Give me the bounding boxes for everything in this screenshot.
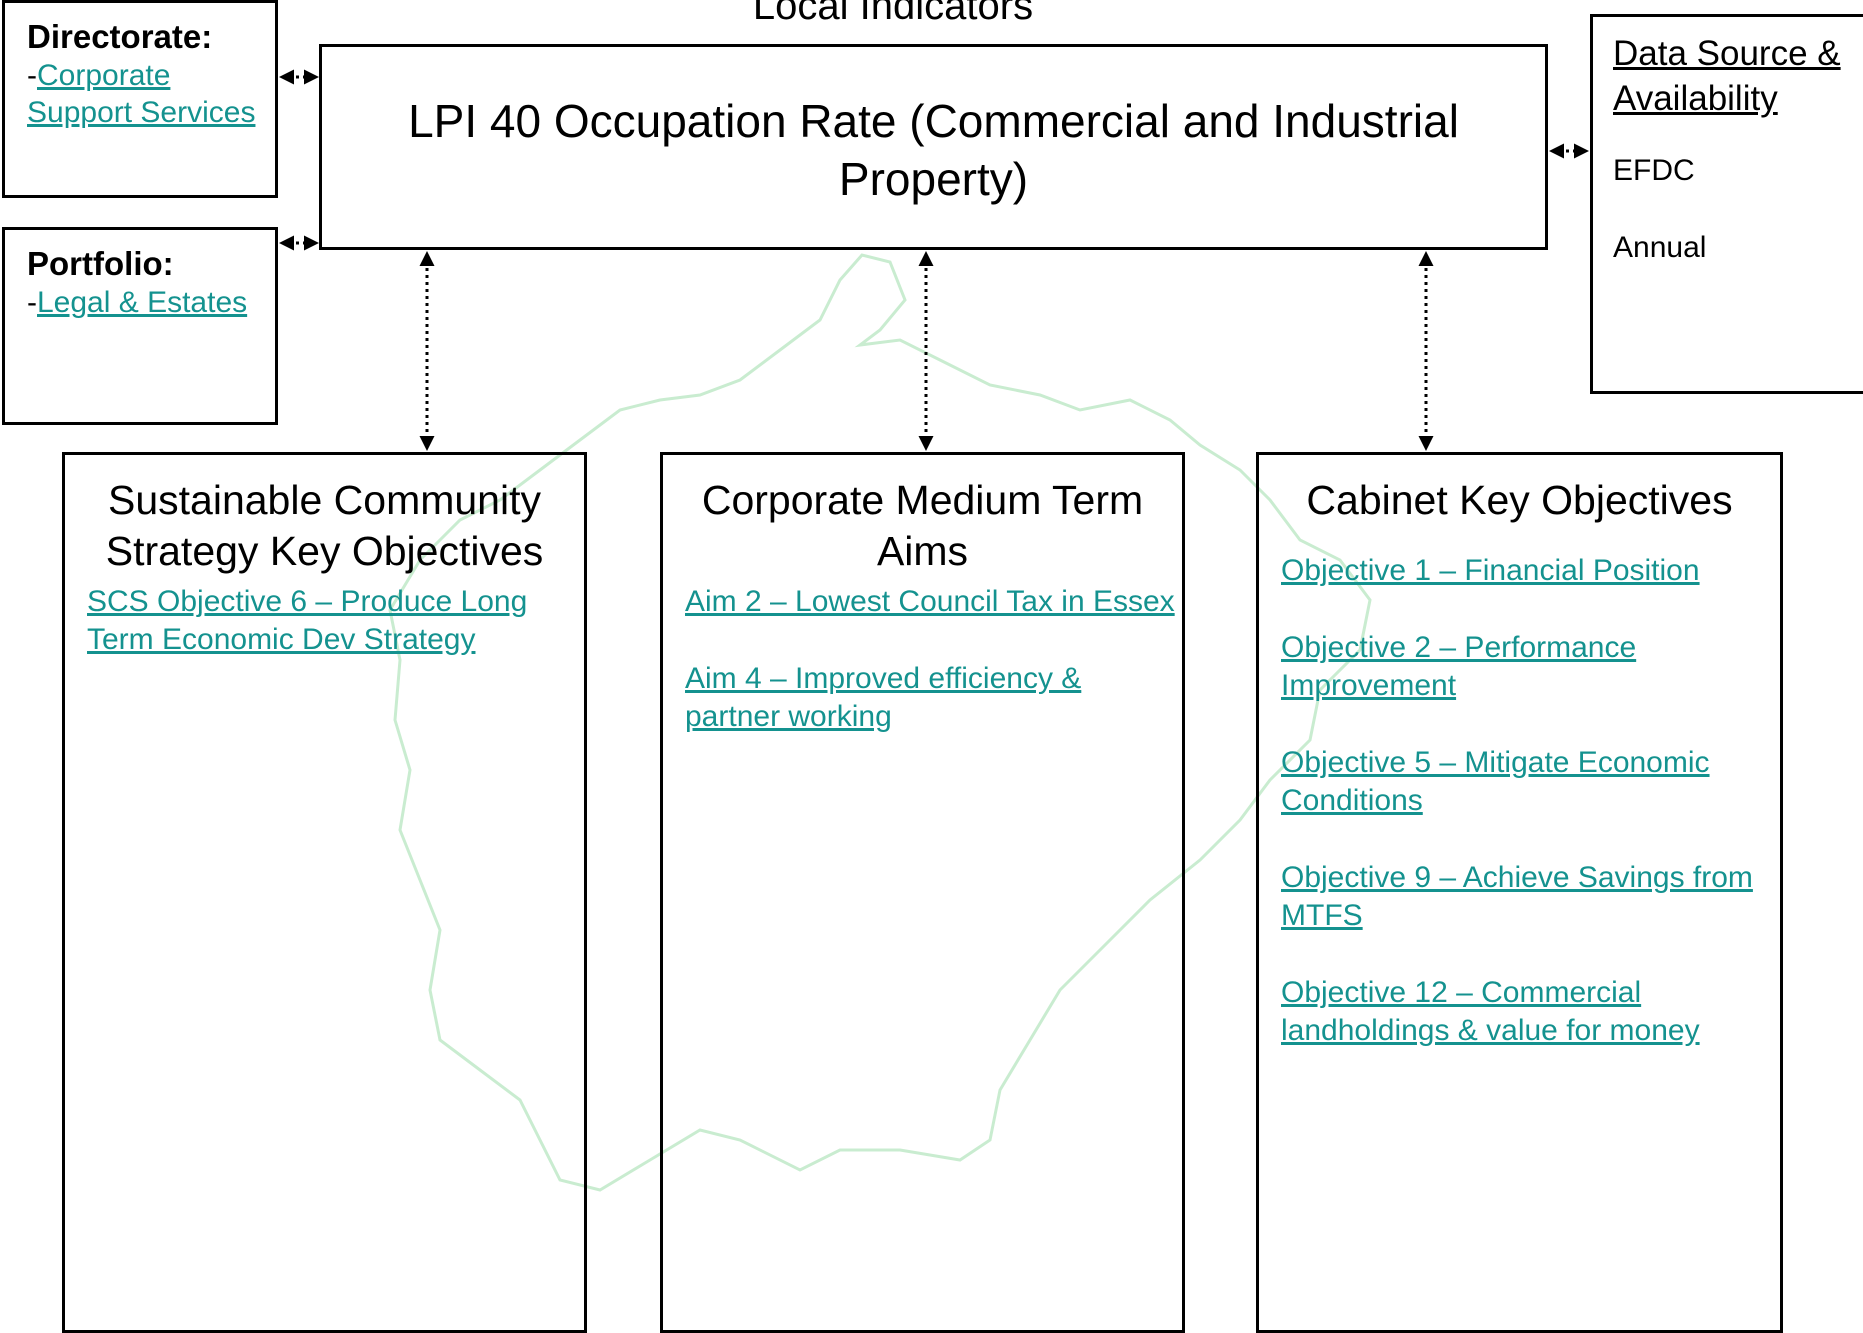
directorate-link[interactable]: Corporate Support Services	[27, 59, 256, 129]
indicator-title: LPI 40 Occupation Rate (Commercial and I…	[408, 95, 1459, 205]
corporate-aim-link[interactable]: Aim 2 – Lowest Council Tax in Essex	[685, 585, 1175, 618]
portfolio-heading: Portfolio:	[27, 245, 174, 282]
directorate-prefix: -	[27, 59, 37, 92]
portfolio-link[interactable]: Legal & Estates	[37, 286, 248, 319]
directorate-heading: Directorate:	[27, 18, 213, 55]
directorate-box: Directorate: -Corporate Support Services	[2, 0, 278, 198]
corporate-aim-link[interactable]: Aim 4 – Improved efficiency & partner wo…	[685, 662, 1082, 733]
indicator-title-box: LPI 40 Occupation Rate (Commercial and I…	[319, 44, 1548, 250]
page-title: Local Indicators	[752, 0, 1034, 28]
cabinet-objectives-title: Cabinet Key Objectives	[1306, 477, 1733, 523]
cabinet-objective-link[interactable]: Objective 2 – Performance Improvement	[1281, 631, 1637, 702]
scs-objectives-box: Sustainable Community Strategy Key Objec…	[62, 452, 587, 1333]
data-source-value: EFDC	[1613, 154, 1695, 187]
portfolio-box: Portfolio: -Legal & Estates	[2, 227, 278, 425]
cabinet-objective-link[interactable]: Objective 9 – Achieve Savings from MTFS	[1281, 861, 1753, 932]
scs-objectives-title: Sustainable Community Strategy Key Objec…	[105, 477, 544, 574]
cabinet-objective-link[interactable]: Objective 12 – Commercial landholdings &…	[1281, 976, 1700, 1047]
cabinet-objective-link[interactable]: Objective 5 – Mitigate Economic Conditio…	[1281, 746, 1710, 817]
data-source-box: Data Source & Availability EFDC Annual	[1590, 14, 1863, 394]
cabinet-objective-link[interactable]: Objective 1 – Financial Position	[1281, 554, 1700, 587]
corporate-aims-list: Aim 2 – Lowest Council Tax in Essex Aim …	[663, 583, 1182, 736]
portfolio-prefix: -	[27, 286, 37, 319]
scs-objectives-list: SCS Objective 6 – Produce Long Term Econ…	[65, 583, 584, 659]
corporate-aims-box: Corporate Medium Term Aims Aim 2 – Lowes…	[660, 452, 1185, 1333]
cabinet-objectives-box: Cabinet Key Objectives Objective 1 – Fin…	[1256, 452, 1783, 1333]
data-source-heading: Data Source & Availability	[1613, 34, 1841, 118]
data-availability-value: Annual	[1613, 231, 1707, 264]
scs-objective-link[interactable]: SCS Objective 6 – Produce Long Term Econ…	[87, 585, 528, 656]
cabinet-objectives-list: Objective 1 – Financial Position Objecti…	[1259, 532, 1780, 1050]
corporate-aims-title: Corporate Medium Term Aims	[701, 477, 1144, 574]
